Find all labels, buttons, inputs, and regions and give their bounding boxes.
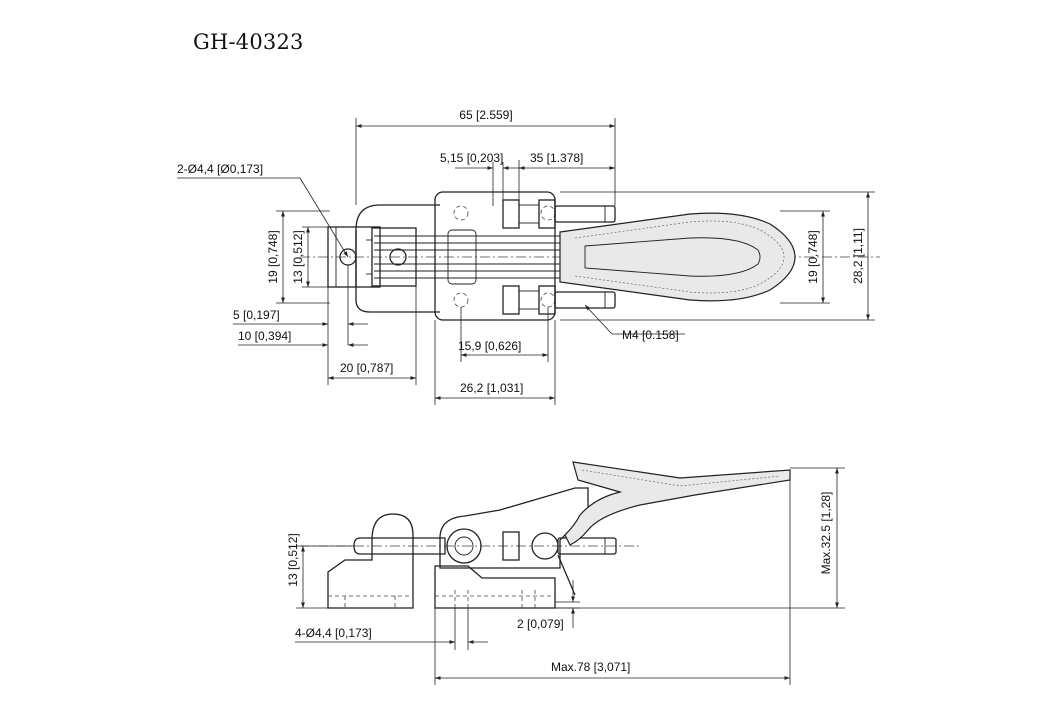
dim-holes-top: 2-Ø4,4 [Ø0,173] xyxy=(177,162,349,258)
dim-holes-top-label: 2-Ø4,4 [Ø0,173] xyxy=(177,162,263,176)
clamp-handle-side xyxy=(564,461,791,546)
dim-15-9: 15,9 [0,626] xyxy=(458,307,549,362)
dim-26-2: 26,2 [1,031] xyxy=(434,320,556,405)
dim-15-9-label: 15,9 [0,626] xyxy=(458,339,521,353)
dim-20-label: 20 [0,787] xyxy=(340,361,393,375)
dim-5-15-label: 5,15 [0,203] xyxy=(440,151,503,165)
dim-side-13: 13 [0,512] xyxy=(286,533,354,609)
threaded-stud-upper xyxy=(502,199,616,229)
dim-20: 20 [0,787] xyxy=(328,286,417,385)
threaded-stud-side xyxy=(502,531,617,596)
dim-overall-length-label: 65 [2.559] xyxy=(459,108,512,122)
dim-10: 10 [0,394] xyxy=(238,329,368,347)
dim-left-19: 19 [0,748] xyxy=(266,210,330,304)
dim-overall-length: 65 [2.559] xyxy=(355,108,616,206)
linkage-rods xyxy=(374,235,560,279)
dim-max-length: Max.78 [3,071] xyxy=(434,480,791,685)
clamp-body xyxy=(434,191,556,321)
top-view: 65 [2.559] 5,15 [0,203] 35 [1.378] 2-Ø4,… xyxy=(177,108,880,405)
dim-2-label: 2 [0,079] xyxy=(517,617,564,631)
dim-thread: M4 [0.158] xyxy=(584,304,685,342)
dim-2: 2 [0,079] xyxy=(517,580,580,631)
dim-5: 5 [0,197] xyxy=(233,265,368,385)
dim-max-length-label: Max.78 [3,071] xyxy=(551,660,630,674)
dim-10-label: 10 [0,394] xyxy=(238,329,291,343)
latch-keeper xyxy=(327,513,414,609)
mounting-hole xyxy=(389,248,407,266)
dim-thread-label: M4 [0.158] xyxy=(622,328,679,342)
pivot-block xyxy=(439,487,589,569)
drawing-title: GH-40323 xyxy=(193,30,304,54)
dim-5-label: 5 [0,197] xyxy=(233,308,280,322)
dim-max-height: Max.32.5 [1,28] xyxy=(555,467,845,609)
dim-26-2-label: 26,2 [1,031] xyxy=(460,381,523,395)
dim-side-13-label: 13 [0,512] xyxy=(286,533,300,586)
dim-left-19-label: 19 [0,748] xyxy=(266,230,280,283)
dim-left-13: 13 [0,512] xyxy=(291,226,328,288)
latch-hook xyxy=(366,227,417,287)
latch-bar xyxy=(353,537,446,555)
dim-max-height-label: Max.32.5 [1,28] xyxy=(819,492,833,575)
dim-5-15: 5,15 [0,203] xyxy=(440,151,520,206)
dim-holes-side-label: 4-Ø4,4 [0,173] xyxy=(295,626,372,640)
dim-right-19: 19 [0,748] xyxy=(780,210,830,304)
dim-holes-side: 4-Ø4,4 [0,173] xyxy=(295,608,488,650)
latch-plate xyxy=(327,204,440,313)
pivot-pin xyxy=(446,528,482,564)
dim-35: 35 [1.378] xyxy=(518,151,615,200)
dim-right-19-label: 19 [0,748] xyxy=(806,230,820,283)
dim-right-28-2: 28,2 [1,11] xyxy=(560,191,875,321)
clamp-handle xyxy=(559,212,796,302)
dim-right-28-2-label: 28,2 [1,11] xyxy=(851,228,865,284)
clamp-base xyxy=(434,565,556,609)
threaded-stud-lower xyxy=(502,285,616,315)
dim-35-label: 35 [1.378] xyxy=(530,151,583,165)
dim-left-13-label: 13 [0,512] xyxy=(291,230,305,283)
side-view: 13 [0,512] 4-Ø4,4 [0,173] 2 [0,079] Max.… xyxy=(286,461,845,685)
